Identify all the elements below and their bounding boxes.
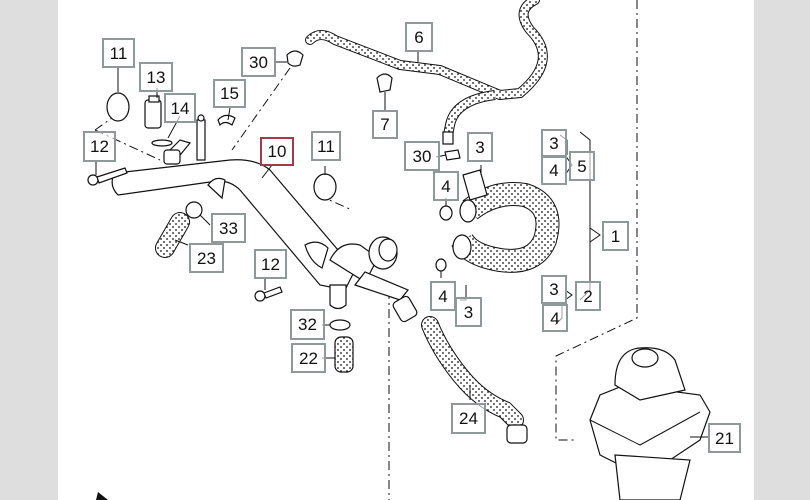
callout-label: 4 [550, 308, 560, 328]
callout-label: 24 [459, 409, 478, 428]
callout-1[interactable]: 1 [602, 221, 629, 251]
callout-7[interactable]: 7 [372, 110, 398, 139]
callout-22[interactable]: 22 [291, 343, 326, 373]
callout-24[interactable]: 24 [451, 403, 486, 434]
callout-label: 12 [261, 254, 280, 274]
callout-label: 1 [610, 226, 621, 246]
callout-label: 30 [412, 146, 432, 166]
callout-label: 12 [90, 137, 109, 156]
callout-label: 2 [583, 286, 593, 306]
callout-label: 22 [299, 348, 318, 368]
callout-label: 3 [475, 137, 485, 157]
callout-label: 3 [463, 302, 474, 322]
bolt-12-lower [254, 286, 283, 302]
callout-23[interactable]: 23 [189, 243, 224, 273]
callout-30[interactable]: 30 [241, 47, 276, 77]
callout-10-selected[interactable]: 10 [260, 137, 294, 166]
callout-2[interactable]: 2 [575, 281, 601, 311]
callout-33[interactable]: 33 [211, 213, 246, 243]
o-ring-11-left [106, 92, 130, 122]
callout-label: 5 [577, 156, 587, 176]
sensor-13 [144, 95, 162, 129]
callout-label: 30 [249, 52, 268, 72]
callout-6[interactable]: 6 [405, 22, 433, 52]
hose-5 [435, 169, 560, 273]
callout-label: 4 [549, 161, 559, 180]
page-corner-arrow-icon [96, 492, 108, 500]
callout-label: 4 [438, 286, 448, 306]
hose-24 [421, 316, 528, 444]
callout-14[interactable]: 14 [164, 93, 196, 123]
callout-label: 33 [219, 218, 238, 238]
callout-3[interactable]: 3 [541, 275, 567, 304]
callout-label: 15 [220, 84, 239, 103]
callout-label: 3 [549, 133, 559, 153]
callout-13[interactable]: 13 [139, 62, 173, 92]
callout-label: 4 [441, 176, 451, 196]
callout-label: 7 [380, 115, 390, 134]
callout-4[interactable]: 4 [542, 304, 568, 332]
callout-label: 10 [267, 142, 287, 161]
hose-22 [329, 319, 354, 373]
clip-30-top [286, 50, 304, 67]
callout-32[interactable]: 32 [290, 309, 325, 340]
callout-label: 13 [146, 67, 166, 87]
callout-label: 21 [715, 428, 734, 448]
callout-11[interactable]: 11 [102, 38, 135, 68]
clip-15 [217, 114, 236, 127]
hose-23 [155, 201, 203, 258]
callout-3[interactable]: 3 [455, 297, 482, 327]
callout-label: 3 [549, 280, 559, 299]
seal-14 [151, 139, 173, 147]
o-ring-11-right [313, 173, 337, 201]
callout-label: 23 [197, 248, 216, 268]
callout-30[interactable]: 30 [404, 141, 440, 171]
hose-6 [305, 0, 548, 145]
callout-4[interactable]: 4 [433, 171, 459, 201]
callout-4[interactable]: 4 [541, 156, 567, 185]
callout-5[interactable]: 5 [569, 151, 595, 181]
bolt-12-left [87, 167, 128, 186]
callout-11[interactable]: 11 [311, 131, 341, 161]
coolant-pipe-10 [111, 114, 418, 323]
callout-label: 14 [170, 98, 190, 118]
callout-label: 11 [317, 136, 335, 156]
callout-21[interactable]: 21 [708, 423, 741, 453]
expansion-tank-21 [589, 347, 711, 500]
callout-label: 11 [109, 43, 128, 63]
bracket-7 [376, 73, 393, 93]
callout-15[interactable]: 15 [213, 79, 246, 108]
callout-12[interactable]: 12 [254, 249, 287, 279]
callout-3[interactable]: 3 [467, 132, 493, 162]
callout-4[interactable]: 4 [430, 281, 456, 311]
clip-30-mid [444, 149, 461, 161]
callout-label: 6 [414, 27, 424, 47]
callout-3[interactable]: 3 [541, 129, 567, 157]
callout-12[interactable]: 12 [83, 131, 116, 162]
callout-label: 32 [298, 315, 317, 334]
